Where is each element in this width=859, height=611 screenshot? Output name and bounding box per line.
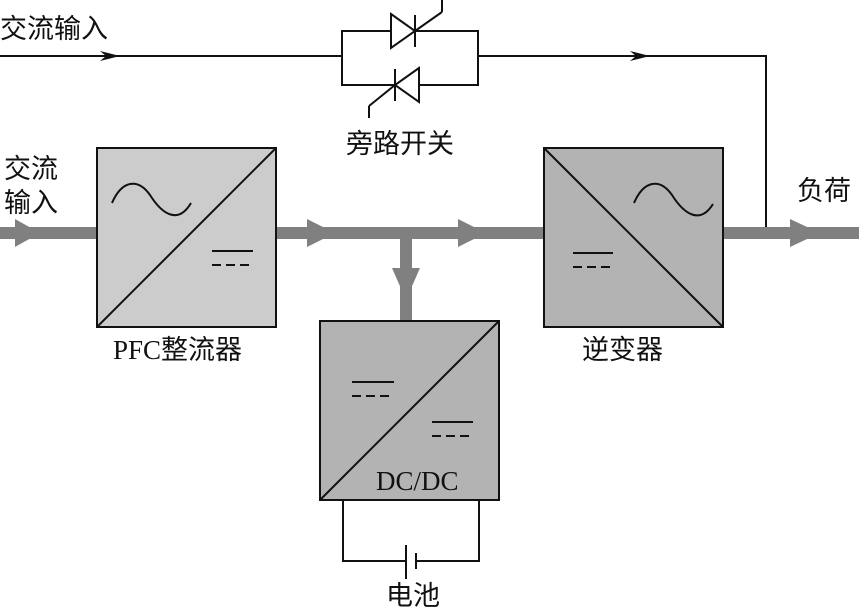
battery-wire-left — [342, 500, 406, 562]
power-arrow-load — [790, 219, 820, 247]
main-input-label-line2: 输入 — [4, 188, 58, 219]
load-label: 负荷 — [797, 176, 851, 207]
thyristor-lower-icon — [393, 66, 420, 104]
thyristor-upper-icon — [390, 12, 417, 50]
inverter-block — [543, 147, 724, 328]
inverter-label: 逆变器 — [582, 335, 663, 366]
dcdc-diagonal — [319, 320, 500, 501]
power-arrow-dcdc — [392, 268, 420, 300]
inverter-diagonal — [543, 147, 724, 328]
power-arrow-input — [15, 219, 40, 247]
power-arrow-bus-2 — [458, 219, 486, 247]
main-input-label-line1: 交流 — [4, 154, 58, 185]
dcdc-label: DC/DC — [376, 466, 459, 496]
battery-label: 电池 — [386, 581, 440, 611]
thyristor-upper-gate — [414, 11, 443, 32]
bypass-arrow-in — [100, 51, 120, 61]
power-path — [0, 219, 859, 321]
bypass-switch-label: 旁路开关 — [346, 129, 454, 160]
thyristor-lower-gate — [368, 84, 396, 107]
bypass-input-label: 交流输入 — [0, 14, 108, 45]
rectifier-block — [96, 147, 277, 328]
ac-sine-icon — [111, 182, 192, 216]
power-arrow-bus-1 — [307, 219, 335, 247]
bypass-path — [0, 55, 767, 229]
rectifier-label: PFC整流器 — [113, 335, 242, 365]
ac-sine-icon — [633, 182, 714, 217]
dcdc-block — [319, 320, 500, 501]
bypass-arrow-out — [630, 51, 650, 61]
rectifier-diagonal — [96, 147, 277, 328]
battery-circuit — [342, 500, 480, 579]
battery-wire-right — [416, 500, 480, 562]
power-input-bar — [0, 227, 97, 239]
bypass-switch — [341, 0, 479, 118]
